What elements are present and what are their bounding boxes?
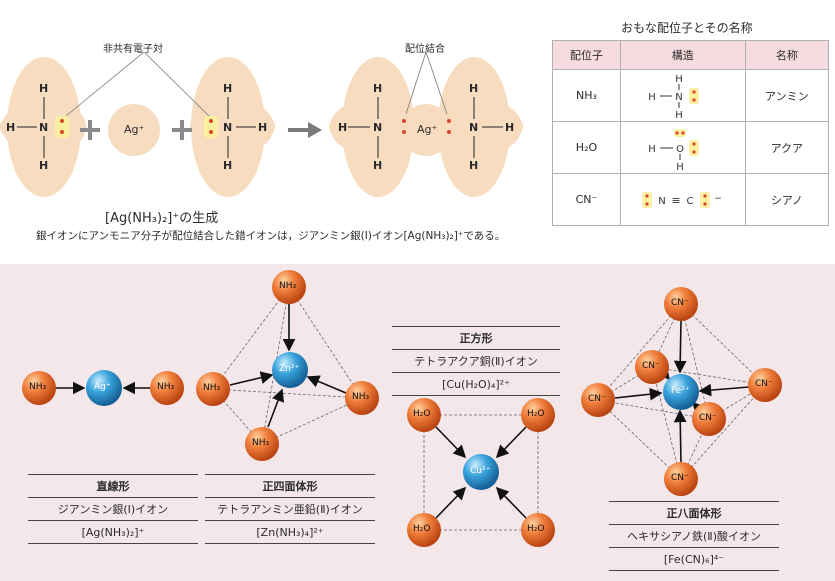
table-row: NH₃ H N H H アンミン bbox=[552, 69, 830, 122]
complex-formula: [Ag(NH₃)₂]⁺ bbox=[28, 520, 198, 544]
ligand-cell: H₂O bbox=[552, 121, 621, 174]
plus-signs bbox=[80, 120, 192, 140]
header-structure: 構造 bbox=[619, 40, 746, 70]
complex-formula: [Fe(CN)₆]⁴⁻ bbox=[609, 547, 779, 571]
structure-cell-h2o: O H H bbox=[619, 121, 746, 174]
tetrahedral-complex bbox=[196, 270, 379, 461]
caption-body: 銀イオンにアンモニア分子が配位結合した錯イオンは，ジアンミン銀(Ⅰ)イオン[Ag… bbox=[36, 230, 506, 242]
ligand-cell: NH₃ bbox=[552, 69, 621, 122]
coordinate-bond-label: 配位結合 bbox=[405, 44, 445, 55]
structure-cell-nh3: H N H H bbox=[619, 69, 746, 122]
octahedral-info-table: 正八面体形 ヘキサシアノ鉄(Ⅱ)酸イオン [Fe(CN)₆]⁴⁻ bbox=[609, 501, 779, 571]
lone-pair-highlight bbox=[55, 116, 69, 138]
svg-text:H: H bbox=[648, 92, 656, 103]
nh3-lobes-right bbox=[190, 57, 275, 197]
linear-info-table: 直線形 ジアンミン銀(Ⅰ)イオン [Ag(NH₃)₂]⁺ bbox=[28, 474, 198, 544]
product-complex-lobes bbox=[329, 57, 523, 197]
shape-label: 正八面体形 bbox=[609, 501, 779, 525]
shape-label: 正方形 bbox=[392, 326, 560, 350]
ag-ion-circle bbox=[108, 104, 160, 156]
shape-label: 正四面体形 bbox=[205, 474, 375, 498]
svg-text:C: C bbox=[686, 196, 693, 207]
svg-text:≡: ≡ bbox=[671, 194, 680, 207]
complex-name: テトラアクア銅(Ⅱ)イオン bbox=[392, 349, 560, 373]
ag-ion-label: Ag⁺ bbox=[124, 123, 145, 136]
svg-text:H: H bbox=[675, 74, 683, 85]
tetrahedral-info-table: 正四面体形 テトラアンミン亜鉛(Ⅱ)イオン [Zn(NH₃)₄]²⁺ bbox=[205, 474, 375, 544]
h2o-structure: O H H bbox=[648, 128, 699, 172]
ligand-table-title: おもな配位子とその名称 bbox=[621, 21, 753, 35]
header-ligand: 配位子 bbox=[552, 40, 621, 70]
ligand-table: 配位子 構造 名称 NH₃ H N H H アンミン H₂O bbox=[552, 40, 830, 226]
structure-cell-cn: N ≡ C − bbox=[619, 173, 746, 226]
nh3-structure: H N H H bbox=[648, 74, 699, 120]
name-cell: シアノ bbox=[744, 173, 830, 226]
cn-structure: N ≡ C − bbox=[641, 191, 722, 208]
nh3-lobes-left bbox=[0, 57, 86, 197]
square-info-table: 正方形 テトラアクア銅(Ⅱ)イオン [Cu(H₂O)₄]²⁺ bbox=[392, 326, 560, 396]
complex-name: ジアンミン銀(Ⅰ)イオン bbox=[28, 497, 198, 521]
ligand-label: NH₃ bbox=[157, 382, 175, 392]
ammine-formation-diagram bbox=[0, 51, 523, 197]
ligand-cell: CN⁻ bbox=[552, 173, 621, 226]
complex-formula: [Zn(NH₃)₄]²⁺ bbox=[205, 520, 375, 544]
caption-title: [Ag(NH₃)₂]⁺の生成 bbox=[105, 211, 219, 226]
lone-pair-label: 非共有電子対 bbox=[103, 44, 163, 55]
shape-label: 直線形 bbox=[28, 474, 198, 498]
name-cell: アクア bbox=[744, 121, 830, 174]
svg-text:N: N bbox=[658, 196, 665, 207]
complex-geometries-svg bbox=[22, 270, 782, 547]
table-row: CN⁻ N ≡ C − シアノ bbox=[552, 173, 830, 226]
center-label: Ag⁺ bbox=[94, 382, 111, 392]
svg-text:N: N bbox=[675, 92, 682, 103]
header-name: 名称 bbox=[744, 40, 830, 70]
svg-text:−: − bbox=[714, 194, 722, 204]
table-row: H₂O O H H アクア bbox=[552, 121, 830, 174]
complex-name: ヘキサシアノ鉄(Ⅱ)酸イオン bbox=[609, 524, 779, 548]
square-complex bbox=[407, 398, 555, 547]
octahedral-complex bbox=[581, 287, 782, 496]
svg-text:H: H bbox=[675, 110, 683, 120]
svg-text:H: H bbox=[648, 144, 656, 155]
linear-complex bbox=[22, 370, 184, 406]
ligand-label: NH₃ bbox=[29, 382, 47, 392]
table-header-row: 配位子 構造 名称 bbox=[552, 40, 830, 70]
svg-text:O: O bbox=[676, 144, 684, 155]
svg-text:H: H bbox=[676, 162, 684, 172]
complex-name: テトラアンミン亜鉛(Ⅱ)イオン bbox=[205, 497, 375, 521]
name-cell: アンミン bbox=[744, 69, 830, 122]
complex-formula: [Cu(H₂O)₄]²⁺ bbox=[392, 372, 560, 396]
reaction-arrow bbox=[288, 122, 322, 138]
